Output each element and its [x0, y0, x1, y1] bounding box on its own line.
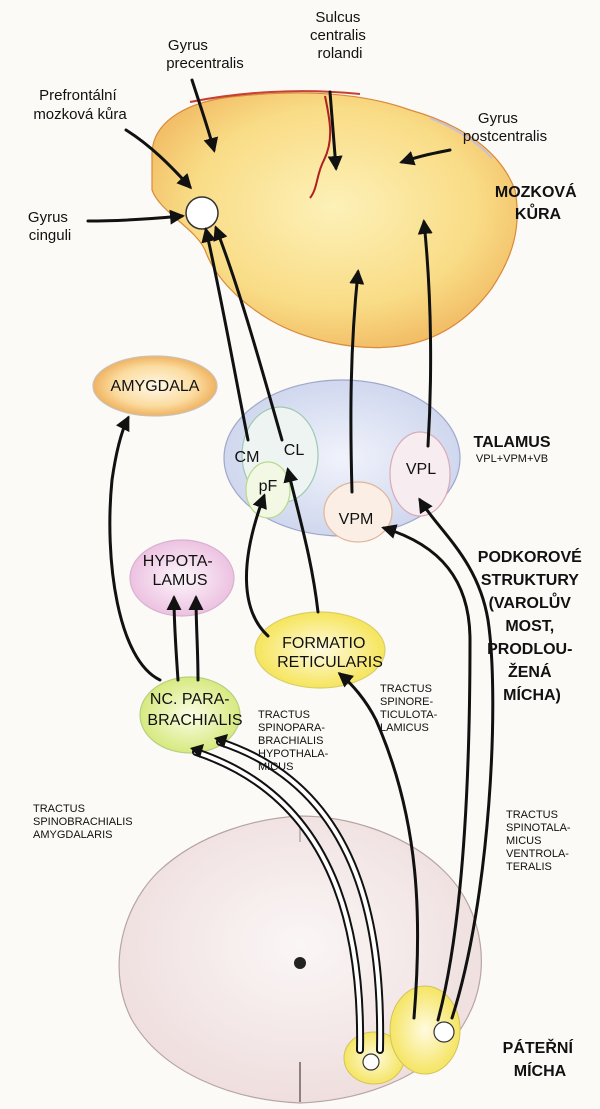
tr-spinoreticulo-label-3: TICULOTA- — [380, 709, 438, 721]
tr-spinoparabrachialis-label-4: HYPOTHALA- — [258, 748, 329, 760]
gyrus-cinguli-label: Gyrus — [28, 209, 68, 226]
svg-text:TRACTUS SPINOBRACHIALIS: TRACTUS SPINOBRACHIALIS AMYGDALARIS — [33, 803, 136, 841]
amygdala-label: AMYGDALA — [111, 378, 200, 395]
svg-text:Gyrus cinguli: Gyrus cinguli — [28, 209, 72, 244]
svg-text:Gyrus precentralis: Gyrus precentralis — [166, 37, 244, 72]
hypotalamus-label-2: LAMUS — [152, 572, 207, 589]
cm-label: CM — [235, 449, 260, 466]
gyrus-precentralis-label-2: precentralis — [166, 55, 244, 72]
parabrachialis-label: NC. PARA- — [150, 691, 230, 708]
tr-spinotalamicus-label-5: TERALIS — [506, 861, 552, 873]
tr-spinoreticulo-label-4: LAMICUS — [380, 722, 429, 734]
tr-spinobrachialis-label-3: AMYGDALARIS — [33, 829, 112, 841]
sulcus-centralis-label: Sulcus — [315, 9, 360, 26]
prefrontal-label: Prefrontální — [39, 87, 117, 104]
gyrus-precentralis-label: Gyrus — [168, 37, 208, 54]
spinal-cord — [119, 816, 481, 1103]
mozkova-kura-heading: MOZKOVÁ — [495, 182, 577, 201]
gyrus-postcentralis-label-2: postcentralis — [463, 128, 547, 145]
svg-text:TRACTUS SPINOPARA-: TRACTUS SPINOPARA- BRACHIALIS HYPOTHALA-… — [258, 709, 331, 773]
gyrus-cinguli-label-2: cinguli — [29, 227, 72, 244]
tr-spinoreticulo-label: TRACTUS — [380, 683, 432, 695]
formatio-label: FORMATIO — [282, 635, 365, 652]
tr-spinotalamicus-label-3: MICUS — [506, 835, 541, 847]
gyrus-postcentralis-label: Gyrus — [478, 110, 518, 127]
gyrus-cinguli-circle — [186, 197, 218, 229]
podkorove-heading-7: MÍCHA) — [503, 685, 561, 704]
pf-label: pF — [259, 478, 278, 495]
sulcus-centralis-label-2: centralis — [310, 27, 366, 44]
vpl-label: VPL — [406, 461, 436, 478]
tr-spinotalamicus-label-2: SPINOTALA- — [506, 822, 571, 834]
podkorove-heading-6: ŽENÁ — [508, 662, 552, 681]
paterni-heading-2: MÍCHA — [514, 1061, 567, 1080]
prefrontal-label-2: mozková kůra — [33, 106, 127, 123]
talamus-heading: TALAMUS — [473, 434, 550, 451]
formatio-label-2: RETICULARIS — [277, 654, 383, 671]
svg-text:PODKOROVÉ STRUKTURY: PODKOROVÉ STRUKTURY (VAROLŮV MOST, PRODL… — [478, 547, 586, 704]
sulcus-centralis-label-3: rolandi — [317, 45, 362, 62]
svg-text:Sulcus centralis r: Sulcus centralis rolandi — [310, 9, 370, 62]
podkorove-heading-4: MOST, — [505, 618, 554, 635]
tr-spinobrachialis-label: TRACTUS — [33, 803, 85, 815]
tr-spinotalamicus-label-4: VENTROLA- — [506, 848, 569, 860]
cl-label: CL — [284, 442, 305, 459]
svg-text:Prefrontální mozková kůr: Prefrontální mozková kůra — [33, 87, 127, 123]
mozkova-kura-heading-2: KŮRA — [515, 203, 562, 223]
svg-text:Gyrus postcentralis: Gyrus postcentralis — [463, 110, 547, 145]
parabrachialis-label-2: BRACHIALIS — [147, 712, 242, 729]
tr-spinoparabrachialis-label-3: BRACHIALIS — [258, 735, 323, 747]
podkorove-heading-2: STRUKTURY — [481, 572, 579, 589]
svg-text:TRACTUS SPINORE- T: TRACTUS SPINORE- TICULOTA- LAMICUS — [380, 683, 440, 734]
hypotalamus-label: HYPOTA- — [143, 553, 213, 570]
podkorove-heading-3: (VAROLŮV — [489, 592, 572, 612]
podkorove-heading: PODKOROVÉ — [478, 547, 582, 566]
svg-text:PÁTEŘNÍ MÍCHA: PÁTEŘNÍ MÍCHA — [503, 1038, 578, 1080]
talamus-subheading: VPL+VPM+VB — [476, 453, 548, 465]
paterni-heading: PÁTEŘNÍ — [503, 1038, 574, 1057]
tr-spinoparabrachialis-label-5: MICUS — [258, 761, 293, 773]
podkorove-heading-5: PRODLOU- — [487, 641, 572, 658]
tr-spinoreticulo-label-2: SPINORE- — [380, 696, 434, 708]
tr-spinotalamicus-label: TRACTUS — [506, 809, 558, 821]
svg-text:TRACTUS SPINOTALA-: TRACTUS SPINOTALA- MICUS VENTROLA- TERAL… — [506, 809, 574, 873]
vpm-label: VPM — [339, 511, 374, 528]
tr-spinoparabrachialis-label: TRACTUS — [258, 709, 310, 721]
tr-spinobrachialis-label-2: SPINOBRACHIALIS — [33, 816, 133, 828]
tr-spinoparabrachialis-label-2: SPINOPARA- — [258, 722, 325, 734]
